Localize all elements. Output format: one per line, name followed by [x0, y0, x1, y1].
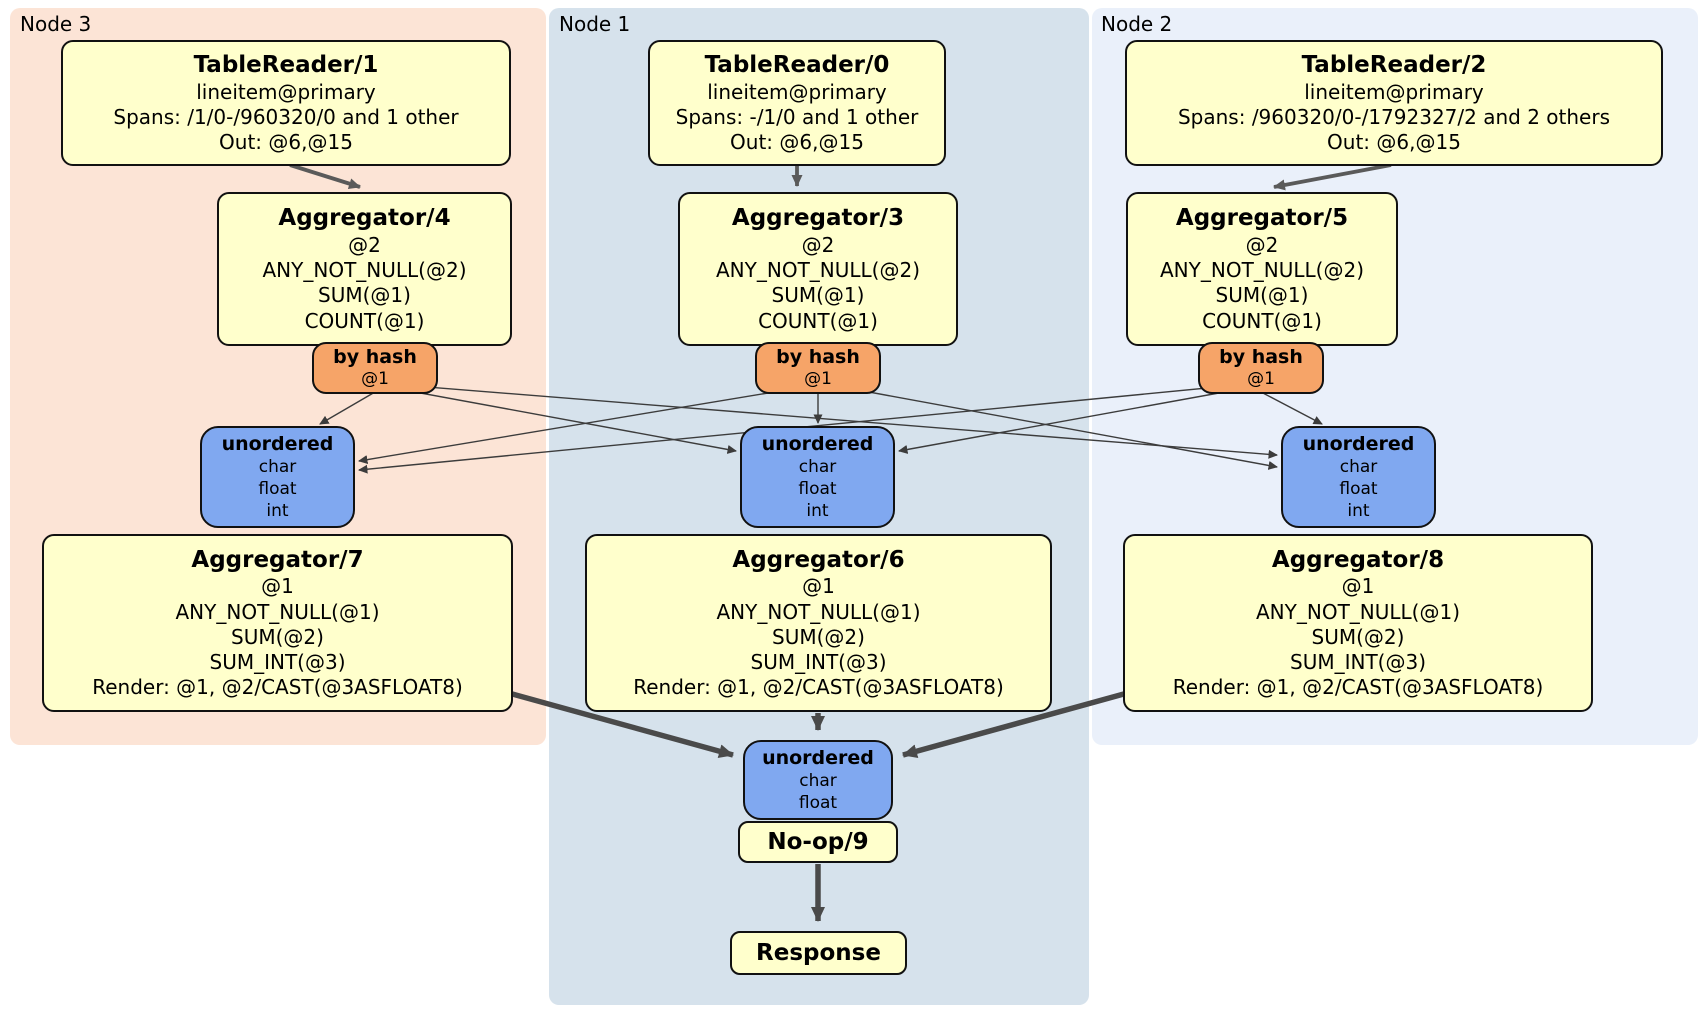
processor-detail: ANY_NOT_NULL(@1)	[716, 599, 921, 624]
sync-title: unordered	[1302, 432, 1415, 455]
processor-title: Aggregator/4	[278, 205, 451, 232]
processor-detail: lineitem@primary	[196, 79, 376, 104]
sync-detail: int	[1347, 501, 1370, 522]
processor-detail: @2	[348, 233, 381, 257]
processor-detail: SUM(@2)	[772, 624, 865, 649]
node2-label: Node 2	[1101, 12, 1173, 36]
sync-detail: char	[258, 457, 297, 478]
sync-unordered-node3: unordered char float int	[200, 426, 355, 528]
processor-detail: SUM_INT(@3)	[1290, 649, 1426, 674]
sync-detail: float	[1339, 479, 1378, 500]
router-title: by hash	[333, 346, 417, 369]
processor-detail: COUNT(@1)	[758, 308, 878, 333]
processor-detail: Out: @6,@15	[219, 129, 353, 154]
processor-detail: lineitem@primary	[1304, 79, 1484, 104]
router-by-hash-node3: by hash @1	[312, 342, 438, 394]
processor-detail: @1	[1341, 574, 1375, 599]
processor-detail: ANY_NOT_NULL(@1)	[175, 599, 380, 624]
processor-detail: SUM(@1)	[1215, 283, 1309, 308]
processor-detail: Out: @6,@15	[1327, 129, 1461, 154]
processor-aggregator-7: Aggregator/7 @1 ANY_NOT_NULL(@1) SUM(@2)…	[42, 534, 513, 712]
processor-detail: @1	[261, 574, 294, 599]
processor-title: Aggregator/5	[1175, 205, 1349, 232]
sync-unordered-node2: unordered char float int	[1281, 426, 1436, 528]
router-detail: @1	[1247, 369, 1275, 390]
processor-aggregator-5: Aggregator/5 @2 ANY_NOT_NULL(@2) SUM(@1)…	[1126, 192, 1398, 346]
processor-detail: SUM_INT(@3)	[750, 649, 887, 674]
sync-title: unordered	[221, 432, 334, 455]
processor-detail: SUM(@1)	[771, 283, 865, 308]
processor-detail: @2	[1245, 233, 1279, 257]
router-title: by hash	[776, 346, 860, 369]
router-title: by hash	[1219, 346, 1303, 369]
processor-detail: Spans: /960320/0-/1792327/2 and 2 others	[1177, 104, 1610, 129]
processor-detail: Spans: -/1/0 and 1 other	[675, 104, 919, 129]
sync-title: unordered	[761, 432, 874, 455]
processor-tablereader-1: TableReader/1 lineitem@primary Spans: /1…	[61, 40, 511, 166]
processor-detail: SUM_INT(@3)	[209, 649, 346, 674]
processor-detail: SUM(@2)	[231, 624, 324, 649]
processor-detail: COUNT(@1)	[1202, 308, 1322, 333]
processor-detail: Render: @1, @2/CAST(@3ASFLOAT8)	[633, 675, 1004, 700]
processor-aggregator-4: Aggregator/4 @2 ANY_NOT_NULL(@2) SUM(@1)…	[217, 192, 512, 346]
processor-noop-9: No-op/9	[738, 821, 898, 863]
processor-title: Aggregator/7	[191, 546, 364, 573]
processor-aggregator-6: Aggregator/6 @1 ANY_NOT_NULL(@1) SUM(@2)…	[585, 534, 1052, 712]
sync-unordered-final: unordered char float	[743, 740, 893, 820]
router-by-hash-node2: by hash @1	[1198, 342, 1324, 394]
processor-detail: Render: @1, @2/CAST(@3ASFLOAT8)	[92, 675, 463, 700]
sync-detail: char	[799, 771, 837, 792]
router-detail: @1	[361, 369, 389, 390]
processor-title: Aggregator/3	[731, 205, 905, 232]
router-by-hash-node1: by hash @1	[755, 342, 881, 394]
processor-detail: @2	[801, 233, 835, 257]
processor-detail: SUM(@2)	[1311, 624, 1405, 649]
processor-detail: Spans: /1/0-/960320/0 and 1 other	[113, 104, 459, 129]
sync-detail: float	[798, 793, 838, 814]
processor-aggregator-8: Aggregator/8 @1 ANY_NOT_NULL(@1) SUM(@2)…	[1123, 534, 1593, 712]
processor-title: Response	[756, 939, 881, 966]
processor-detail: ANY_NOT_NULL(@1)	[1256, 599, 1460, 624]
processor-title: Aggregator/6	[732, 546, 905, 573]
sync-detail: float	[798, 479, 837, 500]
processor-title: TableReader/1	[193, 51, 379, 78]
response-box: Response	[730, 931, 907, 975]
processor-title: TableReader/2	[1301, 51, 1487, 78]
processor-title: Aggregator/8	[1271, 546, 1445, 573]
sync-detail: int	[266, 501, 289, 522]
processor-detail: ANY_NOT_NULL(@2)	[1160, 258, 1364, 283]
sync-detail: float	[258, 479, 297, 500]
processor-detail: COUNT(@1)	[304, 308, 425, 333]
processor-aggregator-3: Aggregator/3 @2 ANY_NOT_NULL(@2) SUM(@1)…	[678, 192, 958, 346]
processor-detail: SUM(@1)	[318, 283, 411, 308]
processor-title: TableReader/0	[704, 51, 890, 78]
processor-detail: ANY_NOT_NULL(@2)	[262, 258, 467, 283]
sync-detail: int	[806, 501, 829, 522]
processor-detail: Out: @6,@15	[730, 129, 864, 154]
node3-label: Node 3	[20, 12, 92, 36]
processor-detail: lineitem@primary	[707, 79, 887, 104]
sync-unordered-node1: unordered char float int	[740, 426, 895, 528]
sync-title: unordered	[762, 746, 874, 769]
router-detail: @1	[804, 369, 832, 390]
processor-title: No-op/9	[767, 828, 869, 855]
processor-detail: @1	[802, 574, 835, 599]
processor-tablereader-0: TableReader/0 lineitem@primary Spans: -/…	[648, 40, 946, 166]
sync-detail: char	[1339, 457, 1378, 478]
sync-detail: char	[798, 457, 837, 478]
processor-detail: ANY_NOT_NULL(@2)	[716, 258, 920, 283]
processor-tablereader-2: TableReader/2 lineitem@primary Spans: /9…	[1125, 40, 1663, 166]
node1-label: Node 1	[559, 12, 631, 36]
processor-detail: Render: @1, @2/CAST(@3ASFLOAT8)	[1172, 675, 1544, 700]
